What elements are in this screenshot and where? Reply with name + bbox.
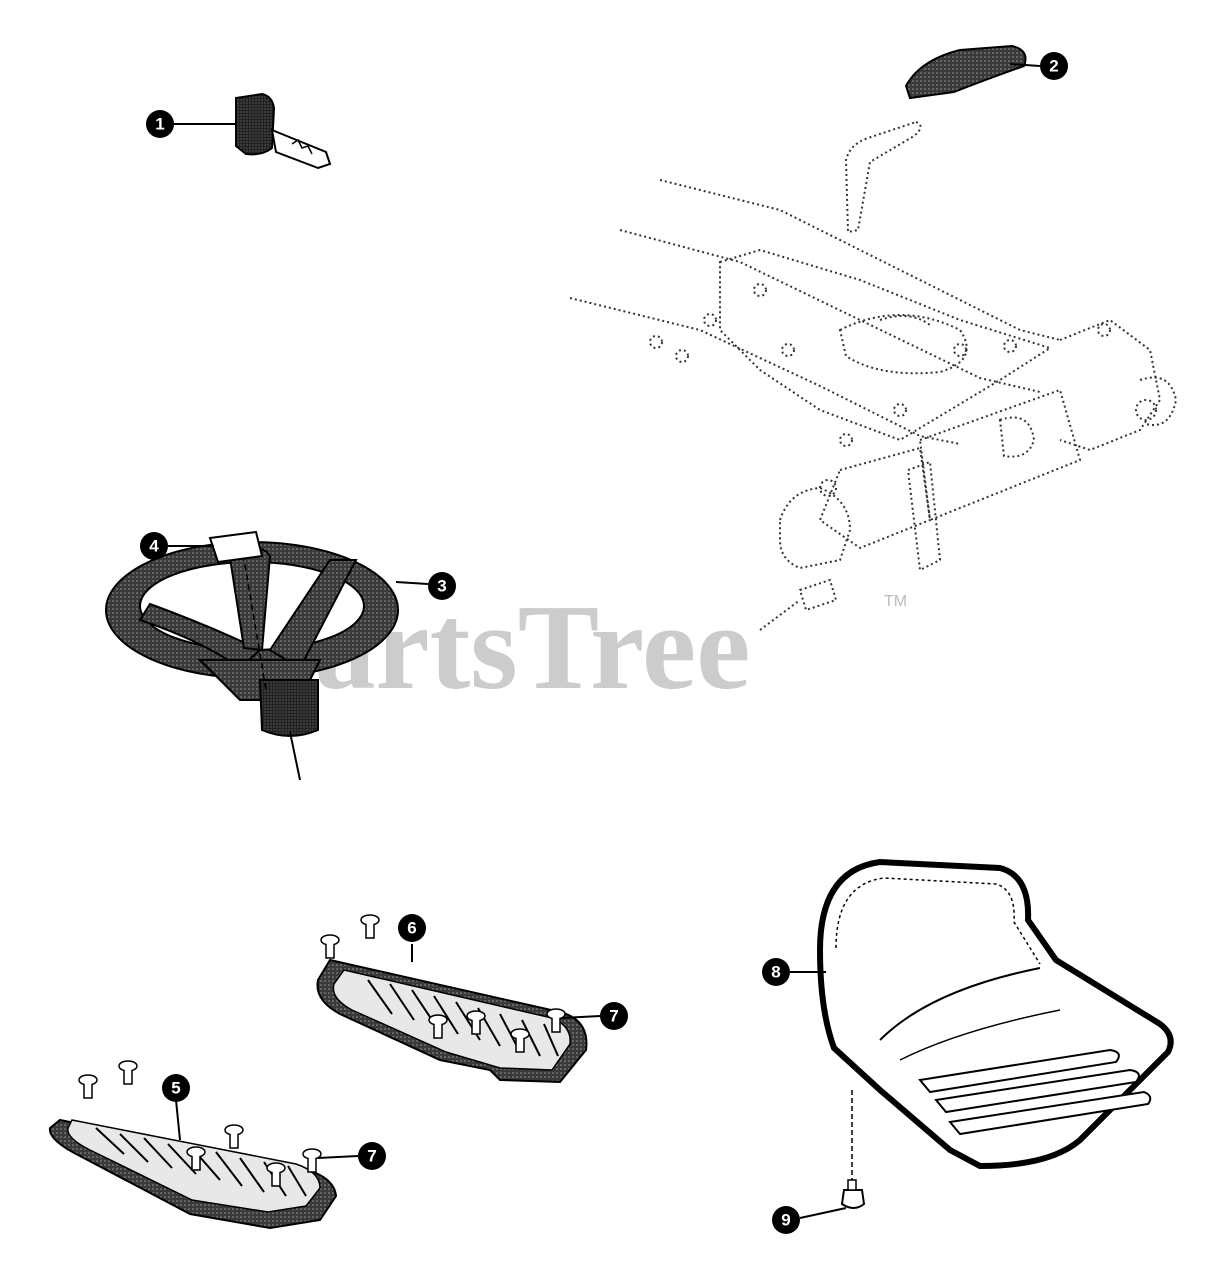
callout-4: 4 [140, 532, 168, 560]
callout-8: 8 [762, 958, 790, 986]
callout-6: 6 [398, 914, 426, 942]
callout-1: 1 [146, 110, 174, 138]
right-foot-pad-drawing [316, 958, 588, 1084]
callout-7-lower-label: 7 [367, 1147, 376, 1166]
brake-pedal-pad-drawing [904, 44, 1027, 100]
push-rivets-drawing [78, 914, 566, 1187]
chassis-frame-drawing [569, 120, 1178, 631]
callout-5: 5 [162, 1074, 190, 1102]
callout-7-upper: 7 [600, 1002, 628, 1030]
left-foot-pad-drawing [48, 1118, 338, 1230]
callout-9-label: 9 [781, 1211, 790, 1230]
seat-drawing [816, 858, 1174, 1209]
callout-2: 2 [1040, 52, 1068, 80]
callout-leaders [168, 63, 1041, 1219]
callout-7-lower: 7 [358, 1142, 386, 1170]
callout-6-label: 6 [407, 919, 416, 938]
ignition-key-drawing [235, 92, 332, 170]
callout-8-label: 8 [771, 963, 780, 982]
callout-7-upper-label: 7 [609, 1007, 618, 1026]
callout-1-label: 1 [155, 115, 164, 134]
steering-wheel-drawing [105, 530, 399, 781]
callout-9: 9 [772, 1206, 800, 1234]
callout-2-label: 2 [1049, 57, 1058, 76]
callout-3-label: 3 [437, 577, 446, 596]
callout-5-label: 5 [171, 1079, 180, 1098]
callout-4-label: 4 [149, 537, 159, 556]
callout-3: 3 [428, 572, 456, 600]
watermark-tm: TM [884, 593, 907, 610]
